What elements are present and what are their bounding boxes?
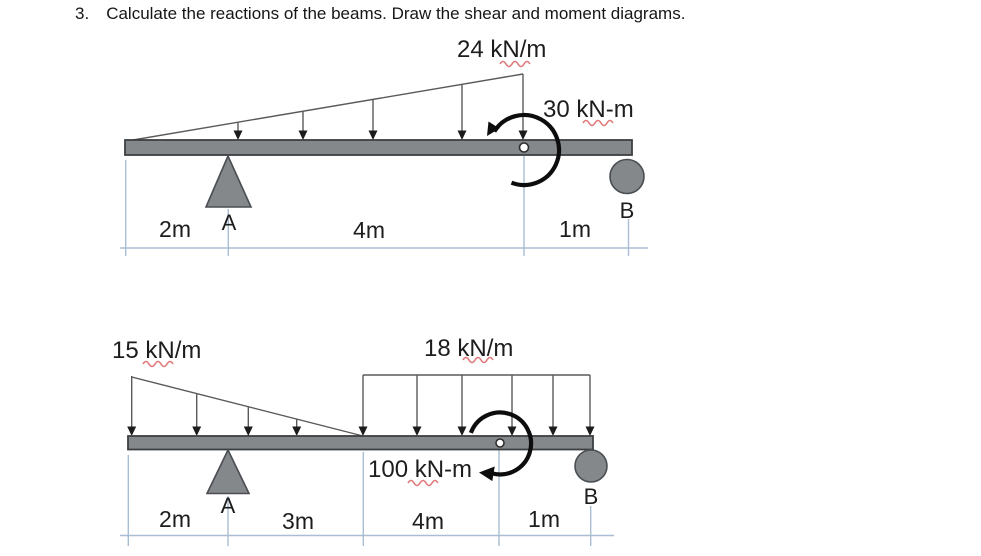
arrow-head — [585, 426, 595, 436]
arrow-head — [243, 426, 253, 436]
beam1-dim-1m: 1m — [559, 216, 591, 242]
beam2-moment-arc — [468, 410, 534, 477]
beam2-pin-support-a — [205, 448, 251, 495]
beam1-support-b-label: B — [619, 198, 635, 223]
arrow-head — [412, 426, 422, 436]
arrow-head — [127, 426, 137, 436]
problem-header: 3. Calculate the reactions of the beams.… — [75, 4, 685, 24]
arrow-head — [457, 130, 467, 140]
arrow-head — [368, 130, 378, 140]
arrow-head — [233, 130, 243, 140]
arrow-head — [507, 426, 517, 436]
arrow-head — [548, 426, 558, 436]
beam1-roller-support-b — [609, 158, 645, 195]
problem-number: 3. — [75, 4, 90, 23]
beam1-internal-hinge — [518, 142, 530, 153]
beam1-moment-label: 30 kN-m — [543, 96, 634, 123]
beam2-dim-4m: 4m — [412, 508, 444, 534]
beam1-bar — [124, 139, 633, 156]
beam2-moment-arrow-head — [479, 466, 495, 482]
beam2-dim-3m: 3m — [282, 508, 314, 534]
beam2-uniform-load-label: 18 kN/m — [424, 335, 514, 362]
arrow-head — [457, 426, 467, 436]
squiggle-underline — [582, 119, 614, 127]
arrow-head — [518, 130, 528, 140]
squiggle-underline — [142, 360, 174, 368]
arrow-head — [292, 426, 302, 436]
arrow-head — [192, 426, 202, 436]
beam1-moment-arrow-head — [487, 121, 500, 136]
beam2-roller-support-b — [574, 449, 608, 483]
beam1-pin-support-a — [204, 154, 253, 208]
beam1-figure — [120, 60, 648, 256]
squiggle-underline — [462, 356, 494, 364]
beam2-internal-hinge — [495, 438, 505, 448]
beam1-dim-2m: 2m — [159, 216, 191, 242]
beam2-bar — [127, 435, 594, 451]
arrow-head — [358, 426, 368, 436]
beam1-load-slope-line — [126, 73, 524, 142]
beam2-load-slope-line — [131, 376, 364, 437]
beam1-load-label: 24 kN/m — [457, 36, 547, 63]
beam1-dim-4m: 4m — [353, 217, 385, 243]
beam1-support-a-label: A — [221, 210, 237, 235]
beam2-triangular-load-label: 15 kN/m — [112, 337, 202, 364]
beam2-dim-2m: 2m — [159, 506, 191, 532]
beam2-moment-label: 100 kN-m — [368, 456, 473, 483]
problem-statement: Calculate the reactions of the beams. Dr… — [106, 4, 686, 23]
squiggle-underline — [407, 479, 439, 487]
arrow-head — [298, 130, 308, 140]
beam2-figure — [120, 356, 614, 546]
beam2-dim-1m: 1m — [528, 506, 560, 532]
beam1-moment-arc — [492, 112, 562, 188]
squiggle-underline — [499, 60, 531, 68]
beam2-support-a-label: A — [220, 493, 236, 518]
beam2-support-b-label: B — [583, 484, 599, 509]
